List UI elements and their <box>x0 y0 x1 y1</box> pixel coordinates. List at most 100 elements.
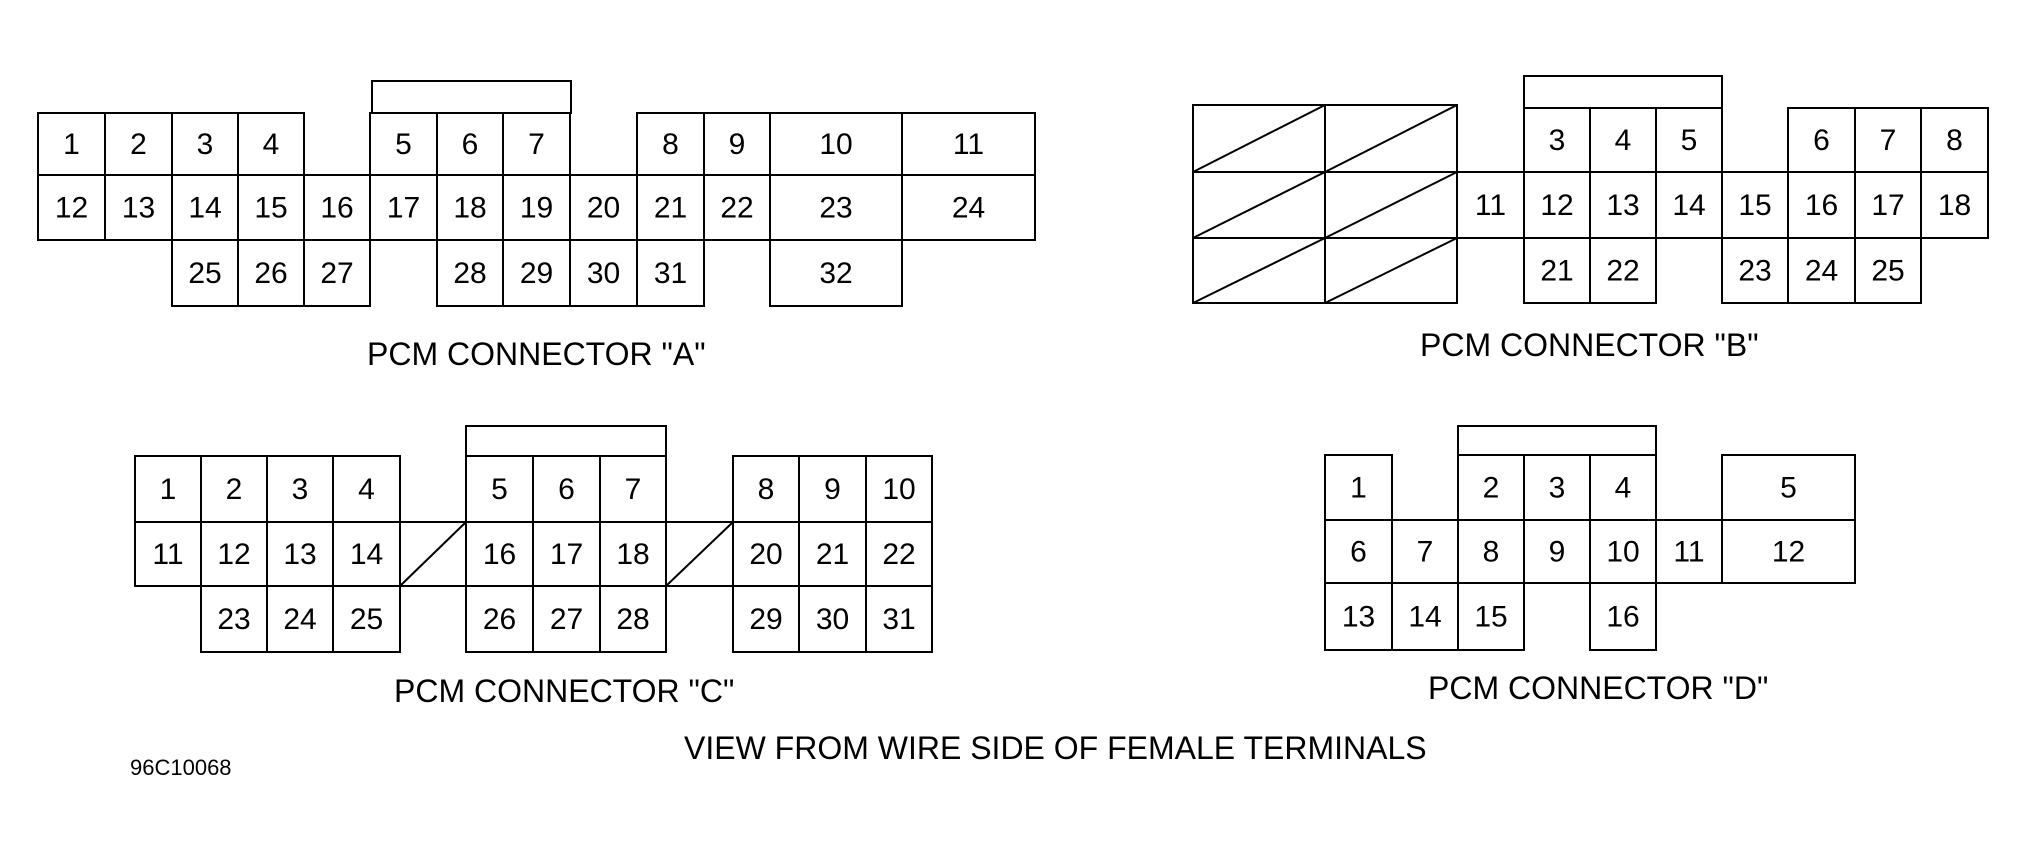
pin-number: 25 <box>188 257 221 290</box>
pin-number: 17 <box>387 192 420 225</box>
pin-cell: 7 <box>1391 519 1459 584</box>
connector-key-tab <box>1523 75 1723 109</box>
pin-cell: 25 <box>1854 237 1922 304</box>
pin-number: 30 <box>816 603 849 636</box>
pin-cell: 3 <box>1523 107 1591 173</box>
pin-number: 22 <box>1606 255 1639 288</box>
pin-number: 2 <box>1483 472 1500 505</box>
pin-number: 7 <box>1880 124 1897 157</box>
pin-cell: 1 <box>134 455 202 523</box>
pin-number: 9 <box>1549 536 1566 569</box>
pin-cell: 4 <box>332 455 401 523</box>
pin-number: 16 <box>320 192 353 225</box>
pin-cell: 18 <box>436 174 504 241</box>
pin-cell: 32 <box>769 239 903 307</box>
pin-number: 11 <box>152 538 183 571</box>
pin-cell: 5 <box>465 455 534 523</box>
pin-cell: 16 <box>303 174 371 241</box>
pin-cell: 8 <box>732 455 800 523</box>
pin-number: 16 <box>1606 601 1639 634</box>
pin-cell: 28 <box>436 239 504 307</box>
pin-cell: 22 <box>1589 237 1657 304</box>
pin-number: 28 <box>616 603 649 636</box>
figure-id: 96C10068 <box>130 755 232 780</box>
pin-number: 8 <box>662 128 679 161</box>
pin-number: 24 <box>952 192 985 225</box>
pin-number: 3 <box>197 128 214 161</box>
pin-number: 5 <box>1780 472 1797 505</box>
pin-number: 9 <box>729 128 746 161</box>
pin-number: 25 <box>1871 255 1904 288</box>
pin-cell: 19 <box>502 174 571 241</box>
pin-number: 31 <box>654 257 687 290</box>
pin-cell: 31 <box>865 585 933 653</box>
pin-cell: 23 <box>200 585 268 653</box>
pin-number: 13 <box>1606 189 1639 222</box>
pin-cell: 11 <box>134 521 202 587</box>
pin-number: 12 <box>55 192 88 225</box>
pin-number: 1 <box>160 473 177 506</box>
pin-cell: 5 <box>369 112 438 176</box>
pin-number: 7 <box>528 128 545 161</box>
pin-cell: 16 <box>465 521 534 587</box>
pin-number: 17 <box>1871 189 1904 222</box>
pin-number: 8 <box>1946 124 1963 157</box>
pin-cell: 24 <box>266 585 334 653</box>
pin-cell: 10 <box>1589 519 1657 584</box>
pin-cell: 29 <box>732 585 800 653</box>
pin-cell: 7 <box>1854 107 1922 173</box>
pin-cell: 27 <box>303 239 371 307</box>
pin-number: 21 <box>654 192 687 225</box>
connector-c-label: PCM CONNECTOR "C" <box>394 673 735 709</box>
pin-number: 21 <box>816 538 849 571</box>
pin-cell: 25 <box>332 585 401 653</box>
pin-cell: 9 <box>798 455 867 523</box>
pin-number: 14 <box>1672 189 1705 222</box>
connector-d-label: PCM CONNECTOR "D" <box>1428 670 1769 706</box>
pin-cell: 17 <box>369 174 438 241</box>
pin-cell: 11 <box>1456 171 1525 239</box>
pin-cell: 6 <box>1324 519 1393 584</box>
pin-number: 14 <box>188 192 221 225</box>
pin-cell: 24 <box>1787 237 1856 304</box>
pin-cell: 12 <box>1523 171 1591 239</box>
pin-cell: 8 <box>636 112 705 176</box>
pin-cell: 30 <box>569 239 638 307</box>
blocked-cavity <box>1192 104 1326 173</box>
pin-number: 8 <box>1483 536 1500 569</box>
pin-number: 9 <box>824 473 841 506</box>
pin-number: 15 <box>1738 189 1771 222</box>
pin-number: 27 <box>550 603 583 636</box>
pin-number: 18 <box>616 538 649 571</box>
pin-number: 4 <box>1615 472 1632 505</box>
pin-number: 7 <box>1417 536 1434 569</box>
pin-cell: 4 <box>1589 454 1657 521</box>
pin-number: 25 <box>350 603 383 636</box>
blocked-cavity <box>1324 104 1458 173</box>
connector-b-label: PCM CONNECTOR "B" <box>1420 327 1759 363</box>
pin-number: 15 <box>1474 601 1507 634</box>
pin-number: 16 <box>1805 189 1838 222</box>
pin-cell: 2 <box>200 455 268 523</box>
pin-number: 7 <box>625 473 642 506</box>
view-caption: VIEW FROM WIRE SIDE OF FEMALE TERMINALS <box>684 730 1427 766</box>
connector-key-tab <box>465 425 667 457</box>
pin-number: 23 <box>1738 255 1771 288</box>
pin-cell: 16 <box>1787 171 1856 239</box>
pin-cell: 9 <box>1523 519 1591 584</box>
pin-number: 6 <box>558 473 575 506</box>
pin-cell: 17 <box>532 521 601 587</box>
pin-number: 24 <box>283 603 316 636</box>
pin-number: 13 <box>283 538 316 571</box>
pin-number: 20 <box>749 538 782 571</box>
connector-a-label: PCM CONNECTOR "A" <box>367 336 706 372</box>
pin-cell: 12 <box>37 174 106 241</box>
pin-cell: 6 <box>436 112 504 176</box>
pin-number: 4 <box>1615 124 1632 157</box>
pin-number: 26 <box>483 603 516 636</box>
pin-cell: 28 <box>599 585 667 653</box>
